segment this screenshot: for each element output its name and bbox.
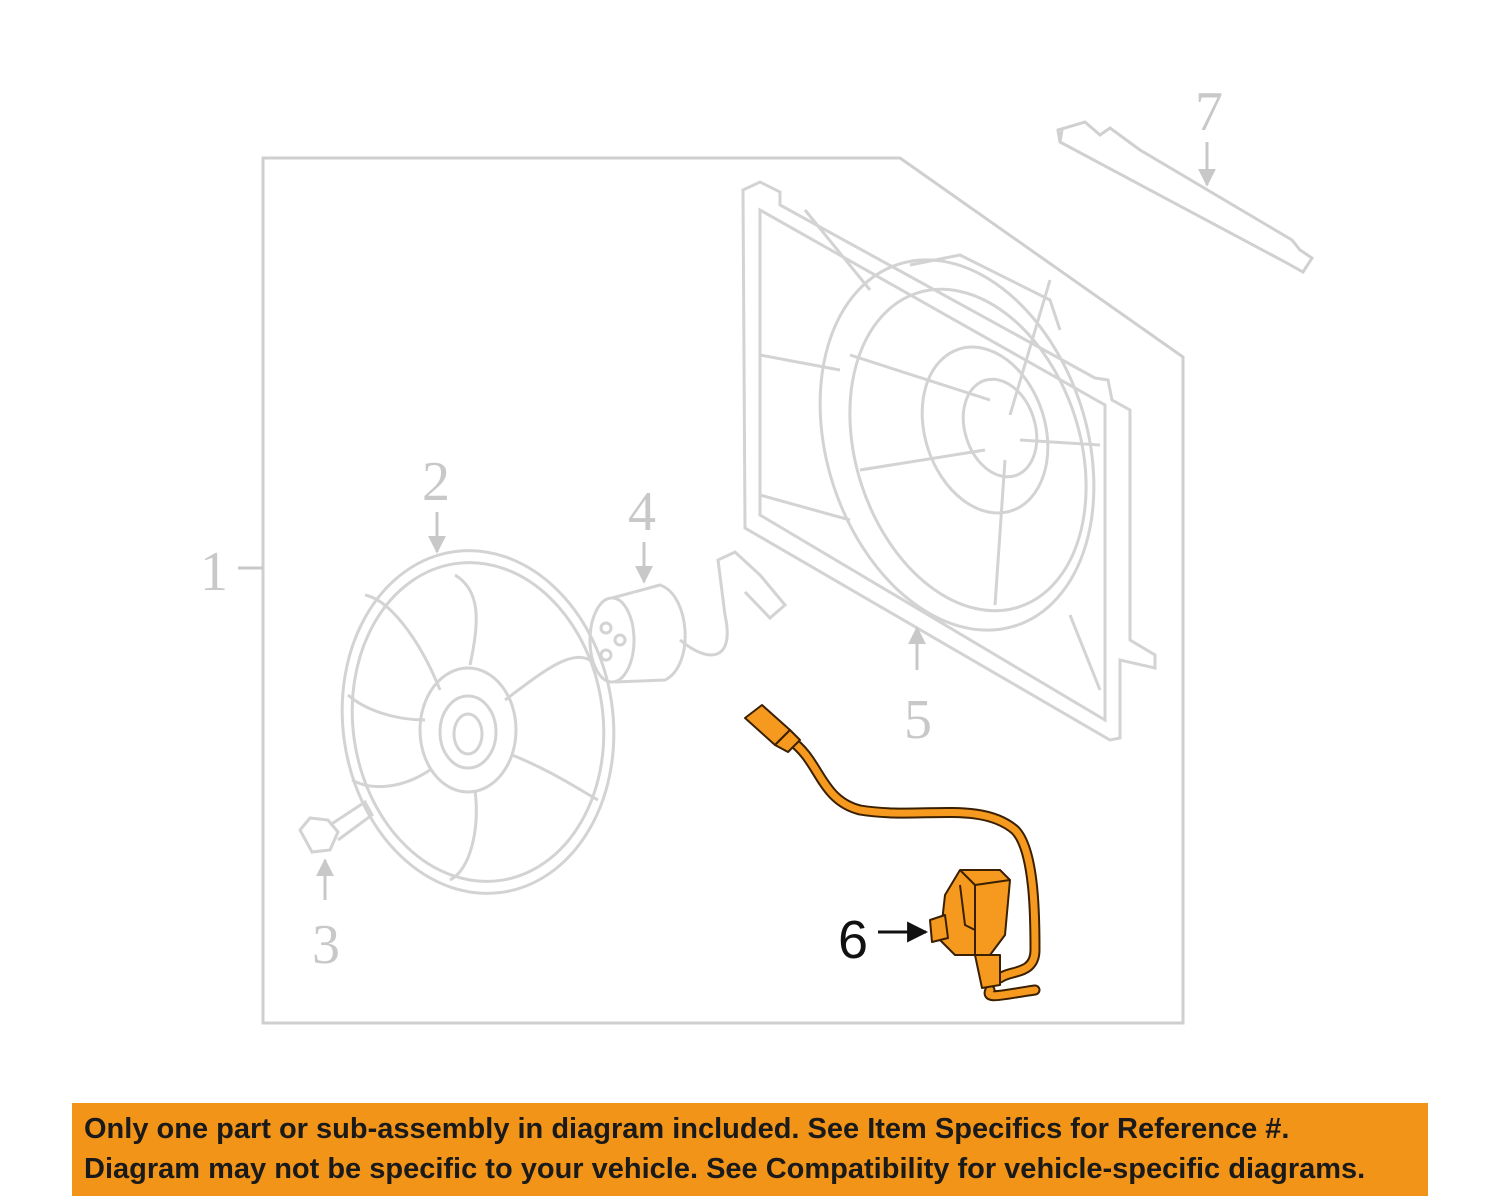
- fan-blade-part: [340, 549, 616, 895]
- callout-6-label: 6: [838, 910, 868, 970]
- resistor-harness-part: [744, 704, 1041, 1002]
- disclaimer-line-1: Only one part or sub-assembly in diagram…: [84, 1113, 1290, 1145]
- callout-4-label: 4: [628, 481, 656, 543]
- callout-3-label: 3: [312, 914, 340, 976]
- parts-diagram: 1 7 5: [200, 81, 1315, 1025]
- fan-motor-part: [588, 550, 788, 684]
- callout-1-label: 1: [200, 541, 228, 603]
- callout-2-label: 2: [422, 451, 450, 513]
- fan-shroud-part: [741, 180, 1157, 742]
- top-bracket-part: [1056, 120, 1315, 274]
- callout-5-label: 5: [904, 689, 932, 751]
- disclaimer-banner: Only one part or sub-assembly in diagram…: [72, 1103, 1428, 1196]
- bolt-part: [298, 799, 374, 854]
- assembly-outline: [261, 156, 1185, 1025]
- disclaimer-line-2: Diagram may not be specific to your vehi…: [84, 1153, 1366, 1185]
- callout-7-label: 7: [1195, 81, 1223, 143]
